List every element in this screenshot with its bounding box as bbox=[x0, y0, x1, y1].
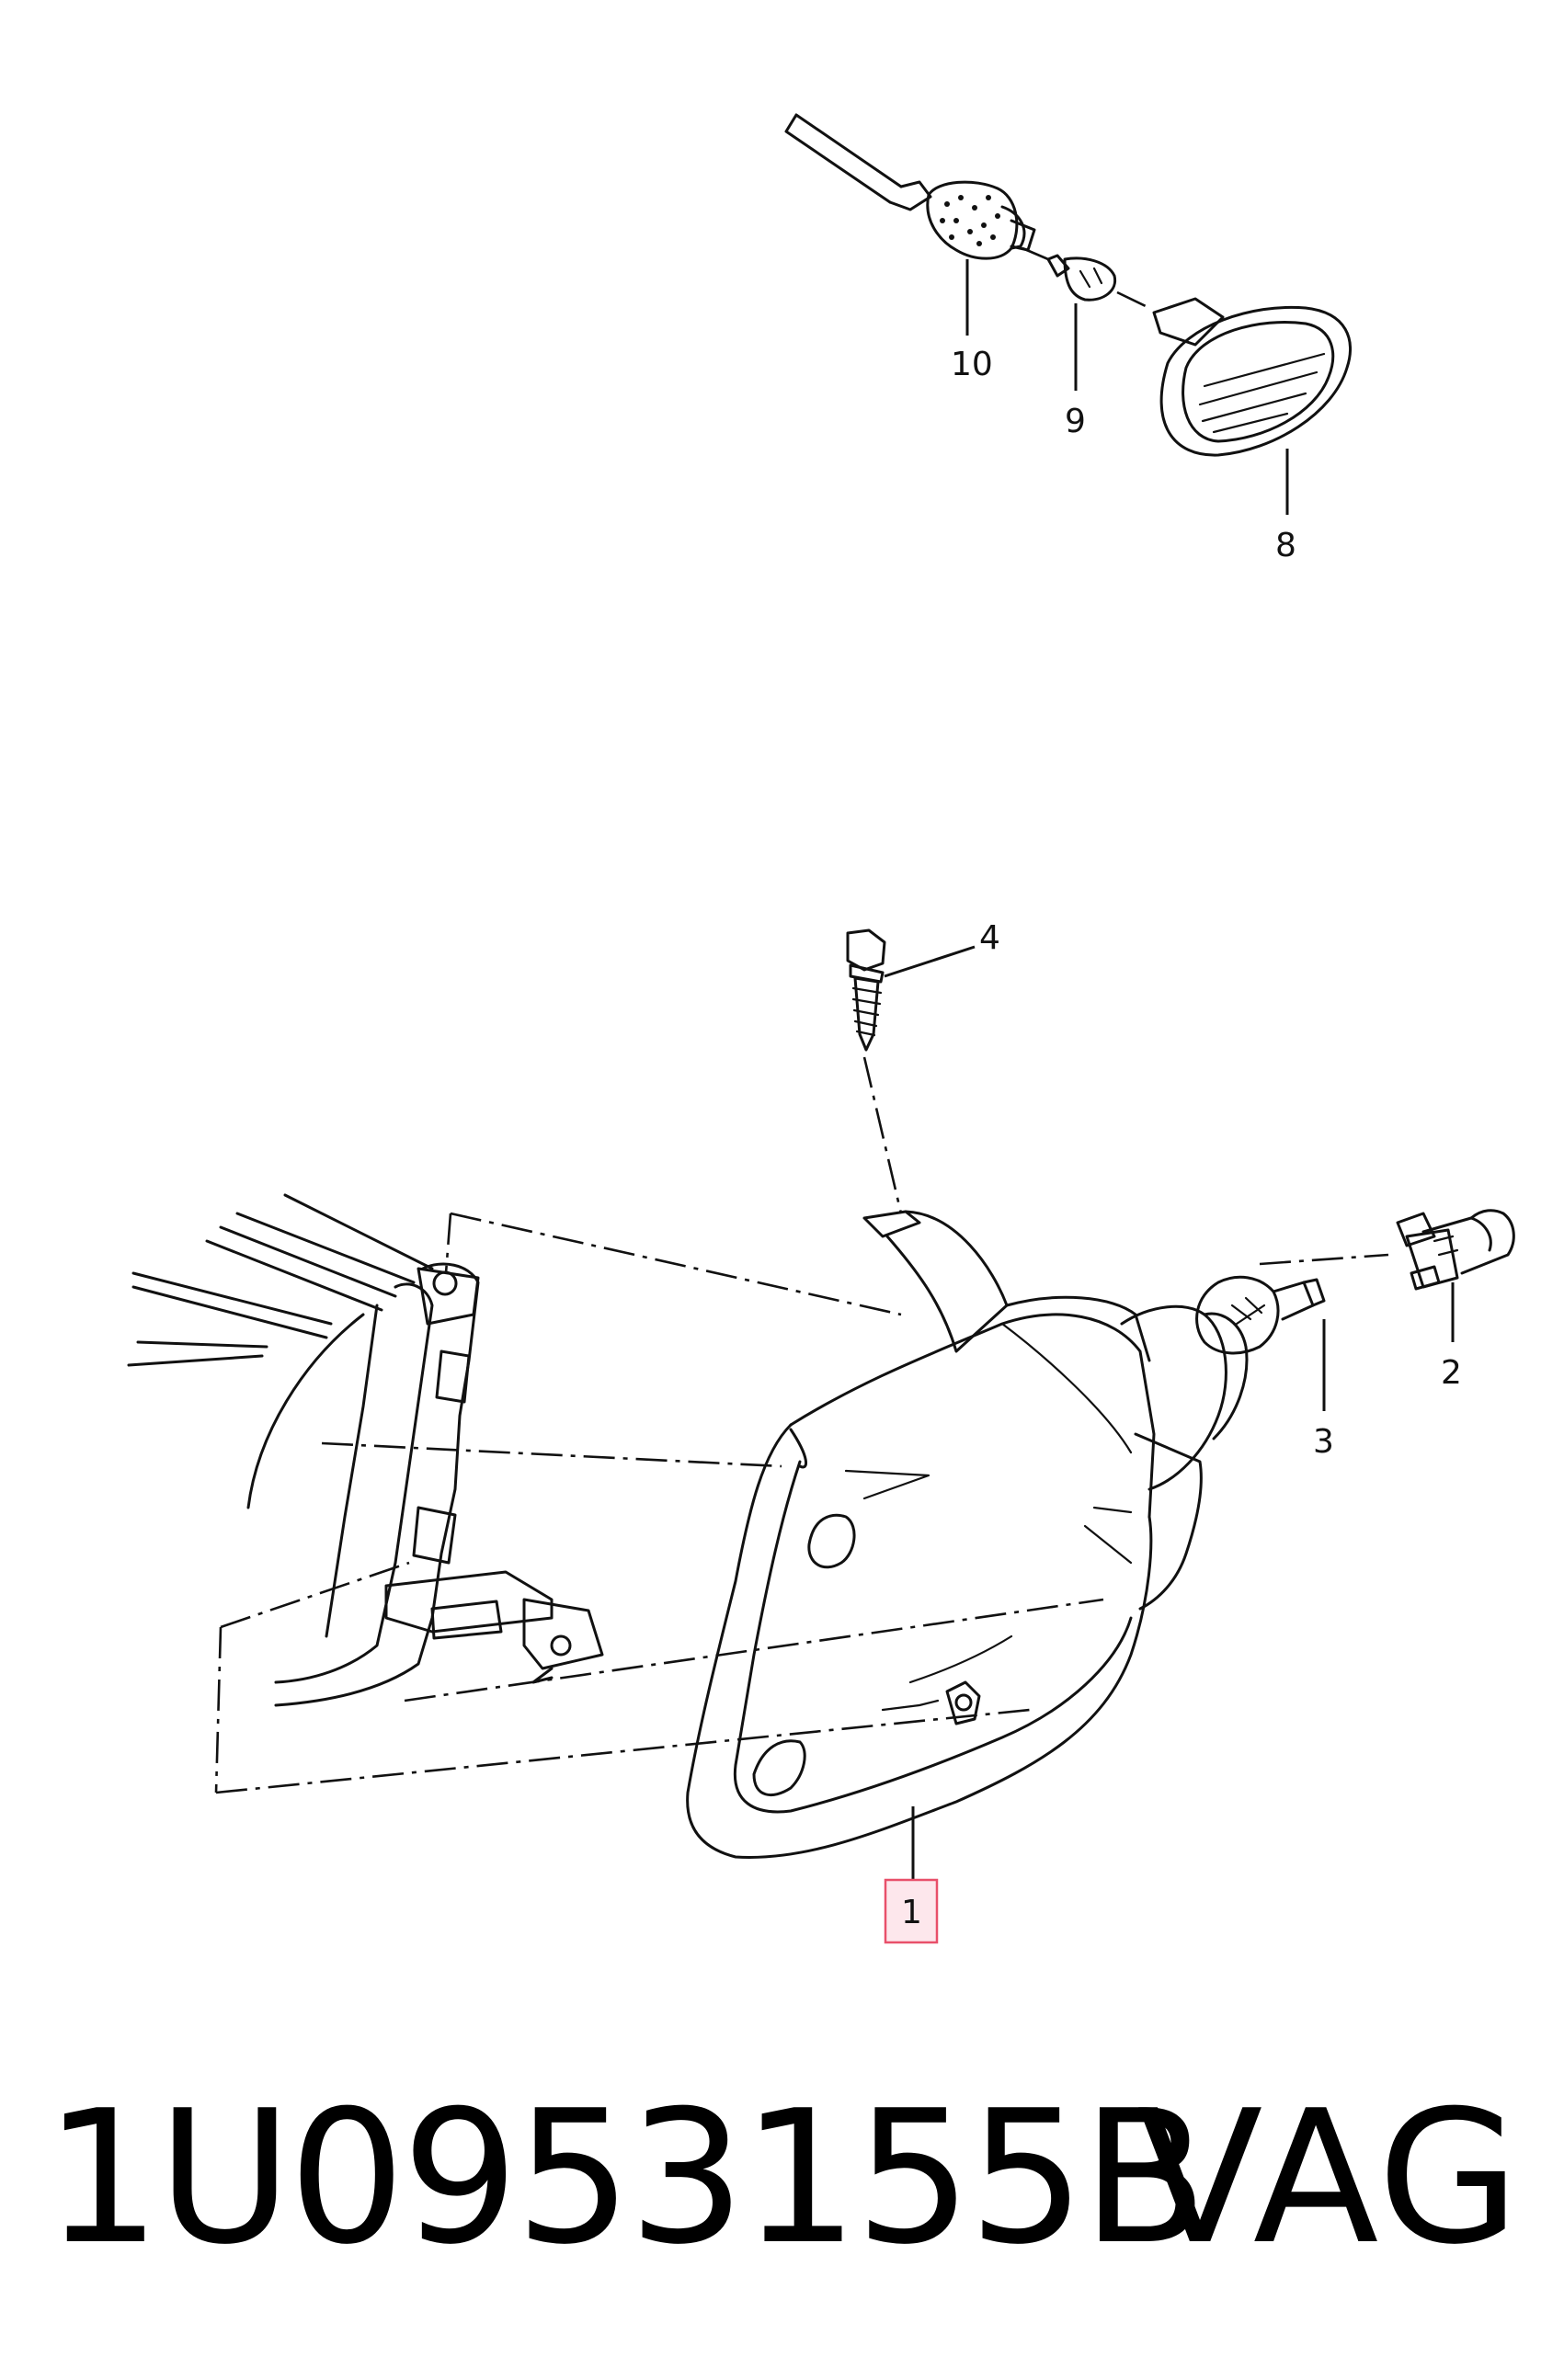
part-number: 1U0953155B bbox=[44, 2071, 1208, 2285]
turn-signal-assembly bbox=[127, 928, 1515, 1880]
callout-4: 4 bbox=[979, 919, 1000, 957]
callout-9: 9 bbox=[1065, 403, 1086, 440]
callout-3: 3 bbox=[1313, 1423, 1334, 1461]
callout-2: 2 bbox=[1441, 1354, 1462, 1392]
self-tapping-screw bbox=[846, 928, 976, 1214]
callout-8: 8 bbox=[1275, 527, 1296, 564]
highlight-box bbox=[884, 1878, 939, 1944]
body-panel bbox=[127, 1193, 604, 1707]
callout-1-highlight: 1 bbox=[884, 1878, 939, 1944]
callout-1: 1 bbox=[901, 1894, 922, 1931]
bulb-holder bbox=[1396, 1209, 1515, 1291]
brand-name: VAG bbox=[1136, 2071, 1522, 2285]
side-marker-lamp bbox=[1152, 297, 1352, 457]
wedge-bulb bbox=[1046, 254, 1117, 302]
callout-10: 10 bbox=[951, 346, 993, 383]
side-marker-assembly bbox=[784, 113, 1352, 515]
turn-signal-bulb bbox=[1195, 1275, 1326, 1355]
bulb-socket bbox=[926, 180, 1036, 260]
turn-signal-lamp-housing bbox=[686, 1210, 1249, 1859]
